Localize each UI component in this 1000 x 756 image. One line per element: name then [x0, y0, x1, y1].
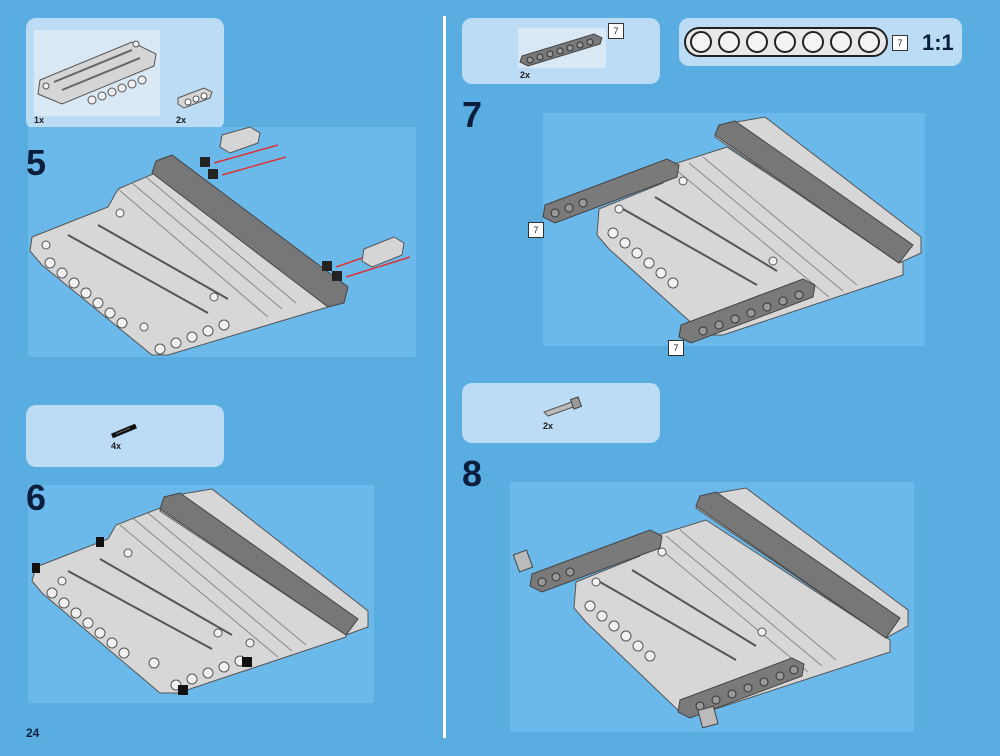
- step7-callout-bottom: 7: [668, 340, 684, 356]
- qty-beam-3: 2x: [176, 115, 187, 125]
- step8-assembly-illustration: [512, 487, 909, 729]
- beam-7-part-icon: [518, 28, 606, 68]
- scale-length-badge: 7: [892, 35, 908, 51]
- beam-3-part-icon: [177, 87, 213, 109]
- step7-callout-left: 7: [528, 222, 544, 238]
- qty-friction-pin: 4x: [111, 441, 122, 451]
- step8-number: 8: [462, 453, 483, 494]
- friction-pin-part-icon: [111, 423, 137, 439]
- frame-plate-part-icon: [34, 30, 160, 116]
- beam-7-length-badge: 7: [608, 23, 624, 39]
- column-divider: [443, 16, 446, 738]
- scale-ratio-label: 1:1: [922, 30, 954, 55]
- step5-number: 5: [26, 142, 47, 183]
- parts-callout-step8: [462, 383, 660, 443]
- step6-assembly-illustration: [31, 488, 369, 695]
- step7-assembly-illustration: [542, 116, 922, 344]
- axle-pin-part-icon: [543, 396, 583, 417]
- qty-axle-pin: 2x: [543, 421, 554, 431]
- page-number: 24: [26, 726, 40, 740]
- step5-assembly-illustration: [29, 126, 411, 356]
- parts-callout-step6: [26, 405, 224, 467]
- step6-number: 6: [26, 477, 47, 518]
- qty-beam-7: 2x: [520, 70, 531, 80]
- qty-frame-plate: 1x: [34, 115, 45, 125]
- step7-number: 7: [462, 94, 483, 135]
- beam-7-scale-icon: [684, 27, 888, 57]
